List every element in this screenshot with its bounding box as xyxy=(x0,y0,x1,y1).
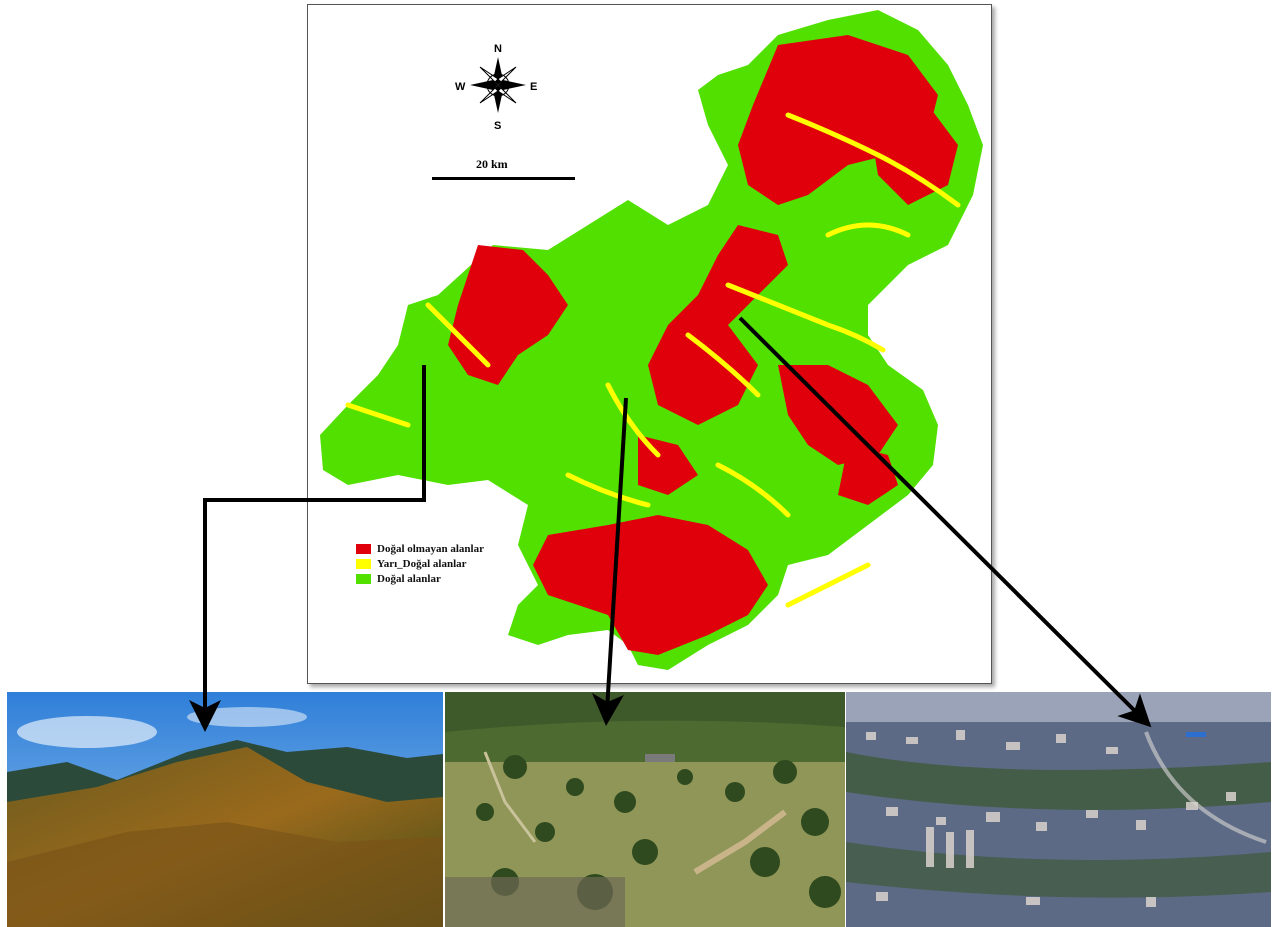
forest-mountains-photo xyxy=(7,692,443,927)
scale-bar-label: 20 km xyxy=(476,157,508,171)
legend-label-semi-natural: Yarı_Doğal alanlar xyxy=(377,557,467,570)
compass-rose-icon: N S E W xyxy=(455,43,537,132)
map-legend: Doğal olmayan alanlar Yarı_Doğal alanlar… xyxy=(356,541,484,586)
grassland-shrubs-photo xyxy=(445,692,845,927)
legend-item-natural: Doğal alanlar xyxy=(356,571,484,586)
legend-swatch-semi-natural xyxy=(356,558,371,569)
compass-north: N xyxy=(494,43,502,55)
scale-bar xyxy=(432,177,575,180)
city-aerial-photo xyxy=(846,692,1271,927)
compass-east: E xyxy=(530,81,537,93)
compass-west: W xyxy=(455,81,466,93)
compass-south: S xyxy=(494,120,501,132)
legend-label-natural: Doğal alanlar xyxy=(377,572,441,585)
legend-item-non-natural: Doğal olmayan alanlar xyxy=(356,541,484,556)
legend-label-non-natural: Doğal olmayan alanlar xyxy=(377,542,484,555)
map-frame: N S E W 20 km Doğal olmayan alanlar Yarı… xyxy=(307,4,992,684)
legend-swatch-non-natural xyxy=(356,543,371,554)
legend-swatch-natural xyxy=(356,573,371,584)
legend-item-semi-natural: Yarı_Doğal alanlar xyxy=(356,556,484,571)
